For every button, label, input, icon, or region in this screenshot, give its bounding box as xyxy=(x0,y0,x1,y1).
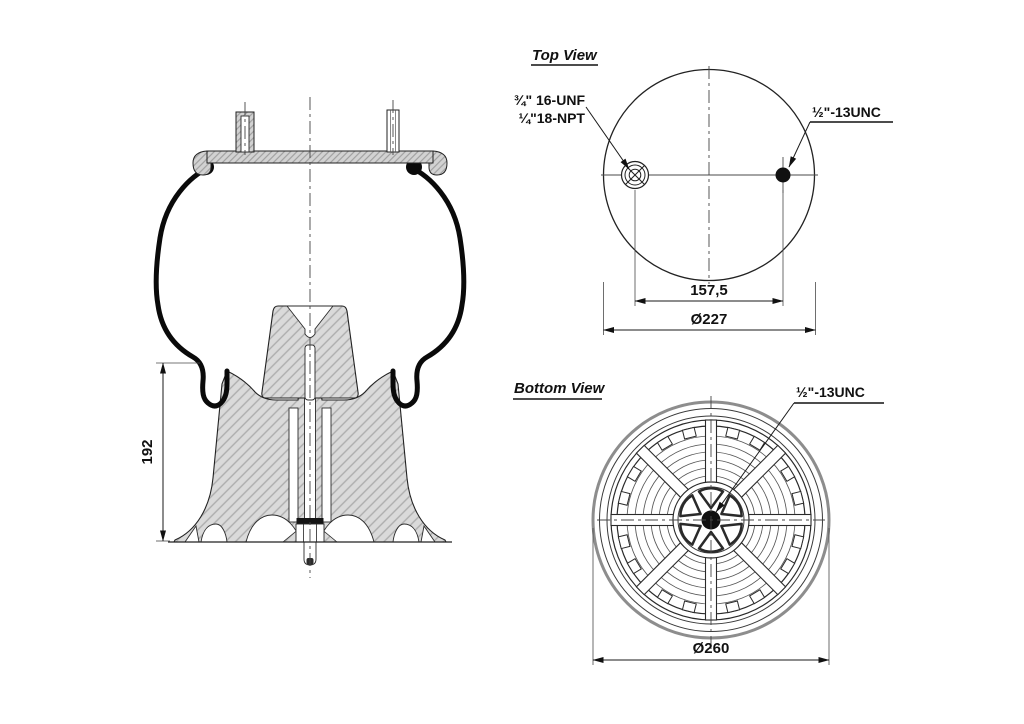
piston-wheel xyxy=(591,396,831,649)
blind-stud xyxy=(386,100,400,155)
bottom-view: Bottom View xyxy=(513,380,884,665)
port-thread-line2: ¼"18-NPT xyxy=(518,110,585,126)
mounting-plate xyxy=(206,150,434,164)
piston-cavity-slot-right xyxy=(321,407,332,523)
top-view-title: Top View xyxy=(532,47,598,64)
plate-curl-right xyxy=(428,150,448,176)
piston-arch-left-small xyxy=(200,523,228,543)
plate-diameter-label: Ø227 xyxy=(691,311,728,328)
piston-cavity-slot-left xyxy=(288,407,299,523)
bellows-outline-left xyxy=(153,164,230,409)
side-view: 192 xyxy=(139,97,467,578)
air-port-hole xyxy=(620,160,650,190)
piston-diameter-dimension: Ø260 xyxy=(592,528,830,665)
bottom-view-title: Bottom View xyxy=(514,380,606,397)
air-fitting-stud xyxy=(235,102,255,155)
bottom-stud-thread-callout: ½"-13UNC xyxy=(715,384,884,513)
height-dimension-label: 192 xyxy=(139,439,156,464)
seal-band xyxy=(296,518,324,524)
stud-thread-callout: ½"-13UNC xyxy=(788,104,893,168)
hole-spacing-label: 157,5 xyxy=(690,282,728,299)
stud-thread-label: ½"-13UNC xyxy=(812,104,881,120)
bellows-outline-right xyxy=(390,164,467,409)
piston-diameter-label: Ø260 xyxy=(693,640,730,657)
hole-spacing-dimension: 157,5 xyxy=(634,282,784,304)
plate-diameter-dimension: Ø227 xyxy=(603,311,816,333)
wheel-tabs xyxy=(617,426,805,614)
port-thread-callout: ¾" 16-UNF ¼"18-NPT xyxy=(514,92,630,170)
port-thread-line1: ¾" 16-UNF xyxy=(514,92,586,108)
stud-hole xyxy=(775,157,791,193)
top-view: Top View 157,5 Ø227 xyxy=(514,47,893,335)
height-dimension: 192 xyxy=(139,362,200,542)
piston-arch-right-small xyxy=(392,523,420,543)
bottom-stud-thread-label: ½"-13UNC xyxy=(796,384,865,400)
plate-curl-left xyxy=(192,150,212,176)
